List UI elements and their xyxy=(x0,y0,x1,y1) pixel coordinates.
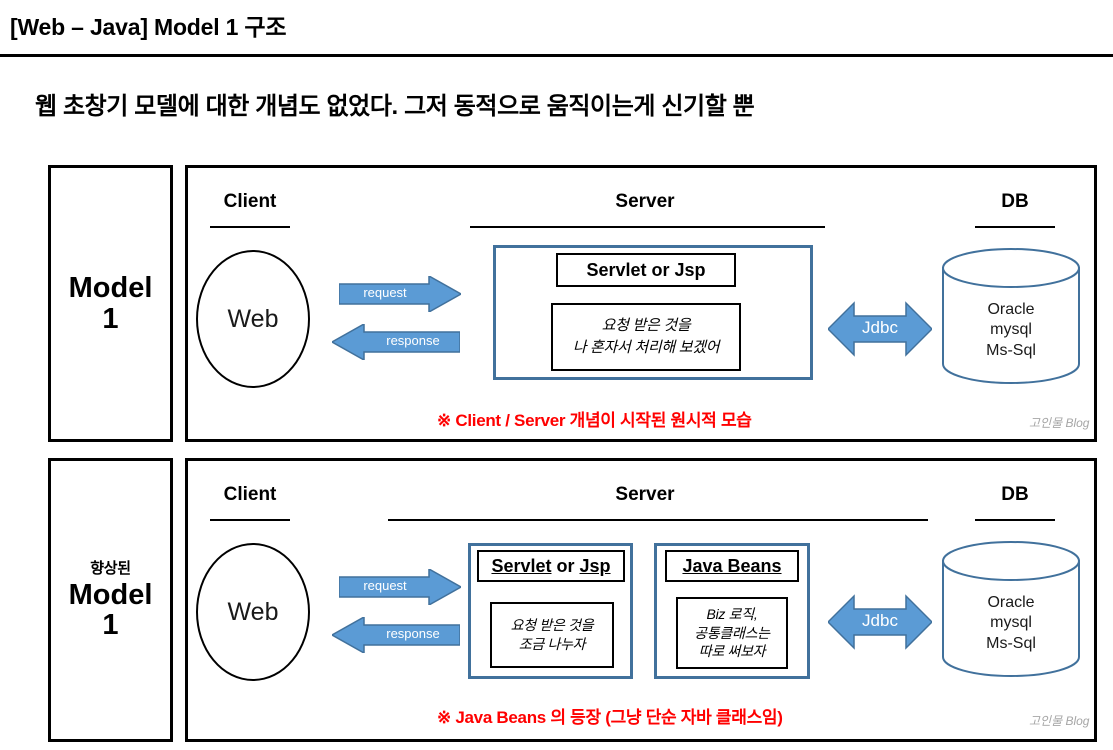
model1-side-label: Model 1 xyxy=(48,165,173,442)
panel2-client-heading: Client xyxy=(223,484,277,505)
panel2-servlet-box-title-mid: or xyxy=(551,555,580,576)
panel2-server-heading: Server xyxy=(615,484,675,505)
panel2-request-arrow: request xyxy=(339,569,461,605)
panel2-db-rule xyxy=(975,519,1055,521)
panel1-servlet-box-title: Servlet or Jsp xyxy=(586,259,706,280)
panel2-servlet-box: Servlet or Jsp xyxy=(477,550,625,582)
panel1-servlet-note: 요청 받은 것을 나 혼자서 처리해 보겠어 xyxy=(573,315,720,359)
panel2-servlet-box-title-part1: Servlet xyxy=(491,555,552,576)
panel2-jdbc-arrow: Jdbc xyxy=(828,592,932,652)
model1-enhanced-label-top: 향상된 xyxy=(90,559,131,577)
panel2-db-heading: DB xyxy=(1001,484,1029,505)
panel2-javabeans-box-title-text: Java Beans xyxy=(682,555,782,576)
panel1-client-heading: Client xyxy=(223,191,277,212)
panel2-web-node: Web xyxy=(196,543,310,681)
panel2-servlet-note-box: 요청 받은 것을 조금 나누자 xyxy=(490,602,614,668)
panel1-caption: ※ Client / Server 개념이 시작된 원시적 모습 xyxy=(437,411,752,430)
panel2-javabeans-box: Java Beans xyxy=(665,550,799,582)
model1-enhanced-label-line2: 1 xyxy=(102,609,119,641)
panel2-client-rule xyxy=(210,519,290,521)
panel1-jdbc-arrow: Jdbc xyxy=(828,299,932,359)
panel1-db-cylinder: Oracle mysql Ms-Sql xyxy=(941,248,1081,384)
panel2-watermark: 고인물 Blog xyxy=(1029,714,1090,728)
panel1-request-arrow: request xyxy=(339,276,461,312)
panel2-response-arrow: response xyxy=(332,617,460,653)
panel2-javabeans-note: Biz 로직, 공통클래스는 따로 써보자 xyxy=(694,605,770,662)
page-title: [Web – Java] Model 1 구조 xyxy=(10,14,287,40)
panel2-servlet-box-title: Servlet or Jsp xyxy=(491,556,610,577)
panel2-javabeans-note-line2: 공통클래스는 xyxy=(694,624,770,641)
panel2-javabeans-box-title: Java Beans xyxy=(682,556,781,577)
model1-enhanced-label-line1: Model xyxy=(68,578,153,611)
model1-label-line2: 1 xyxy=(102,302,119,335)
panel2-servlet-note-line2: 조금 나누자 xyxy=(518,636,586,652)
panel2-servlet-box-title-part2: Jsp xyxy=(579,555,611,576)
panel1-watermark: 고인물 Blog xyxy=(1029,416,1090,430)
panel1-servlet-box: Servlet or Jsp xyxy=(556,253,736,287)
panel2-javabeans-note-line1: Biz 로직, xyxy=(706,605,758,622)
panel2-caption: ※ Java Beans 의 등장 (그냥 단순 자바 클래스임) xyxy=(437,708,783,727)
panel1-server-heading: Server xyxy=(615,191,675,212)
panel2-servlet-note: 요청 받은 것을 조금 나누자 xyxy=(511,616,594,654)
panel2-javabeans-note-line3: 따로 써보자 xyxy=(698,643,766,660)
panel1-servlet-note-box: 요청 받은 것을 나 혼자서 처리해 보겠어 xyxy=(551,303,741,371)
model1-label-line1: Model xyxy=(68,272,153,305)
panel1-db-heading: DB xyxy=(1001,191,1029,212)
panel1-servlet-note-line1: 요청 받은 것을 xyxy=(601,317,691,335)
panel2-server-rule xyxy=(388,519,928,521)
title-divider xyxy=(0,54,1113,57)
panel2-db-cylinder: Oracle mysql Ms-Sql xyxy=(941,541,1081,677)
panel1-db-rule xyxy=(975,226,1055,228)
panel2-servlet-note-line1: 요청 받은 것을 xyxy=(510,617,594,634)
panel1-web-node: Web xyxy=(196,250,310,388)
model1-enhanced-side-label: 향상된 Model 1 xyxy=(48,458,173,742)
panel1-server-rule xyxy=(470,226,825,228)
panel2-javabeans-note-box: Biz 로직, 공통클래스는 따로 써보자 xyxy=(676,597,788,669)
panel1-servlet-note-line2: 나 혼자서 처리해 보겠어 xyxy=(572,339,720,356)
panel1-client-rule xyxy=(210,226,290,228)
page-subtitle: 웹 초창기 모델에 대한 개념도 없었다. 그저 동적으로 움직이는게 신기할 … xyxy=(35,93,755,120)
panel1-response-arrow: response xyxy=(332,324,460,360)
